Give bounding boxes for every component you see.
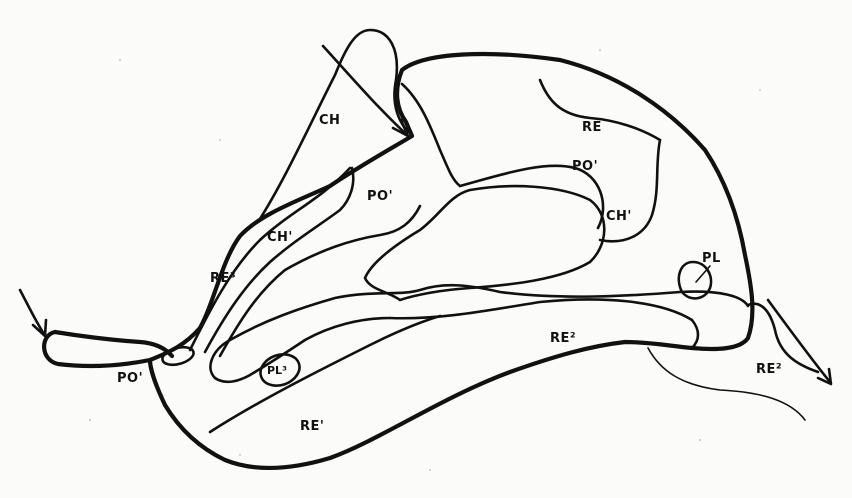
re2-band-line	[390, 299, 698, 348]
lower-inner-lobe-bottom	[215, 318, 390, 382]
label-po-bottom: PO'	[117, 371, 143, 386]
label-ch1-right: CH'	[606, 209, 632, 224]
paper-texture	[89, 49, 761, 470]
right-tail-lower	[648, 348, 805, 420]
label-re3: RE³	[210, 271, 236, 286]
label-re: RE	[582, 120, 602, 135]
label-re2-right: RE²	[756, 362, 782, 377]
pl-loop	[679, 262, 711, 298]
pl-pointer	[696, 266, 710, 282]
label-re1: RE'	[300, 419, 324, 434]
channel-line-1	[190, 168, 350, 350]
label-po1-left: PO'	[367, 189, 393, 204]
label-ch: CH	[319, 113, 340, 128]
lower-inner-lobe	[210, 285, 748, 378]
label-po1-right: PO'	[572, 159, 598, 174]
label-re2-mid: RE²	[550, 331, 576, 346]
central-inner-lobe	[365, 186, 604, 300]
label-pl: PL	[702, 251, 721, 266]
snout-outline	[55, 332, 172, 356]
label-ch1-left: CH'	[267, 230, 293, 245]
label-pl3: PL³	[267, 364, 287, 377]
ch-right-boundary	[600, 140, 660, 241]
arrow-left	[20, 290, 44, 334]
po-small-ellipse	[160, 344, 195, 368]
